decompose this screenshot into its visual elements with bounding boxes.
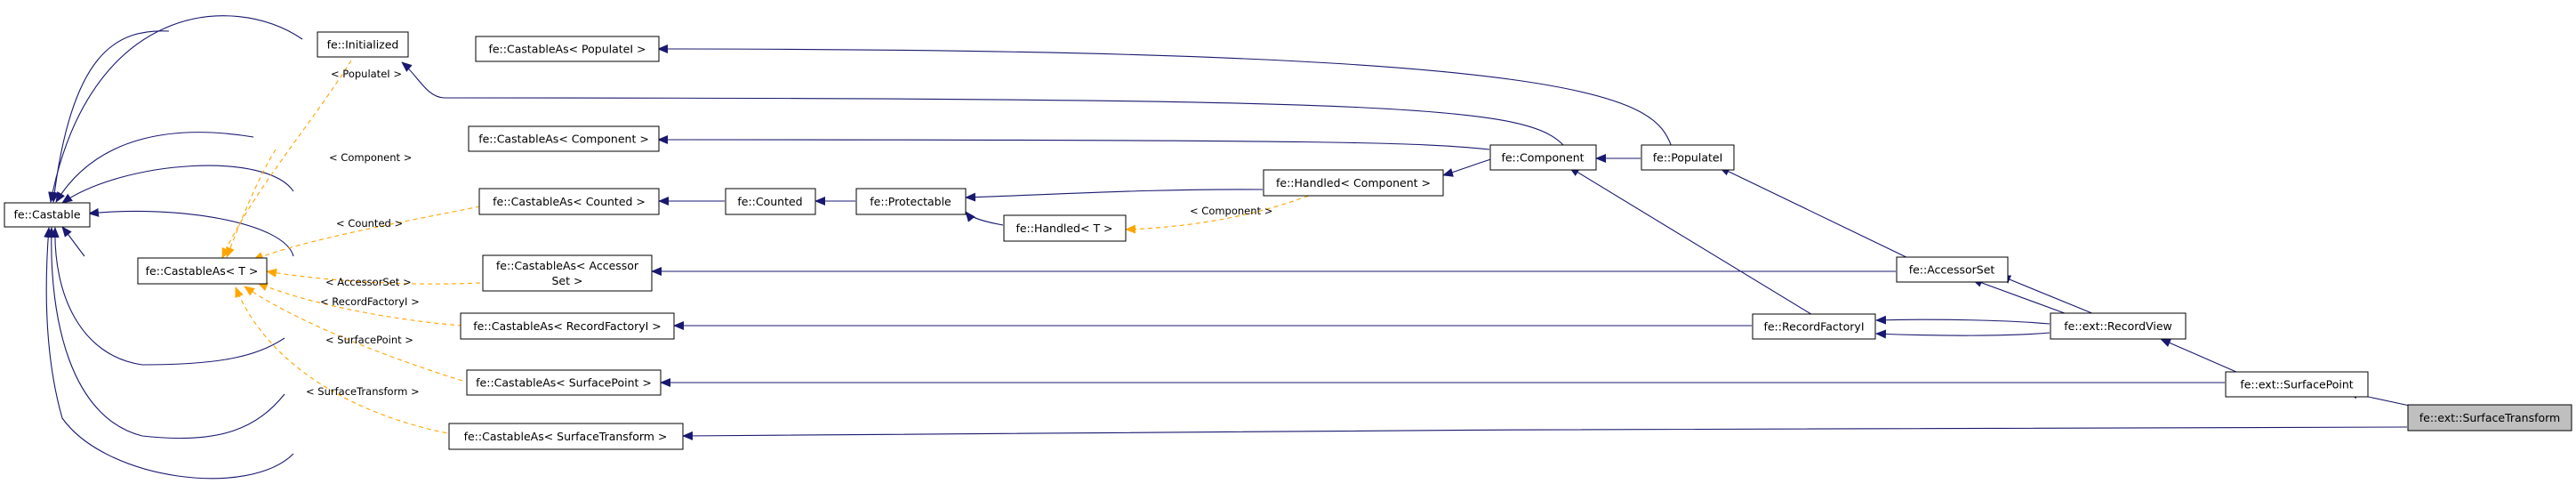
edge-cas-counted-to-castable (61, 165, 294, 204)
edge-recordview-to-accessorset-2 (2000, 275, 2099, 317)
nodes-layer: fe::Castable fe::Initialized fe::Castabl… (4, 31, 2572, 450)
edge-handled-component-to-protectable (965, 189, 1264, 202)
edge-accessorset-to-populatei (1719, 166, 1913, 261)
edge-cas-component-to-castable (55, 132, 254, 203)
edge-surfacepoint-to-recordview (2160, 338, 2237, 373)
edge-component-to-cas-component (657, 135, 1490, 150)
edge-cas-surfacetransform-to-castable (44, 227, 294, 480)
edge-component-to-initialized (401, 61, 1566, 148)
node-populatei[interactable]: fe::PopulateI (1641, 144, 1735, 171)
edge-surfacetransform-to-cas-surfacetransform (682, 426, 2408, 440)
node-initialized[interactable]: fe::Initialized (317, 31, 409, 58)
node-component[interactable]: fe::Component (1489, 144, 1597, 171)
svg-text:fe::PopulateI: fe::PopulateI (1653, 151, 1723, 165)
edge-populatei-to-cas-populatei (657, 44, 1673, 148)
edge-cas-recordfactoryi-to-castable (50, 227, 285, 366)
svg-text:Set >: Set > (552, 274, 583, 287)
node-cas-surfacetransform[interactable]: fe::CastableAs< SurfaceTransform > (448, 423, 684, 450)
edge-label-recordfactoryi: < RecordFactoryI > (320, 295, 420, 308)
edge-label-component-upper: < Component > (329, 151, 412, 164)
edge-cas-surfacepoint-instantiates-t (244, 286, 463, 382)
svg-text:fe::CastableAs< Counted >: fe::CastableAs< Counted > (493, 195, 646, 208)
node-protectable[interactable]: fe::Protectable (855, 188, 967, 215)
edge-cas-surfacetransform-instantiates-t (235, 286, 463, 437)
edge-cas-accessorset-to-castable (88, 207, 294, 257)
node-handled-component[interactable]: fe::Handled< Component > (1263, 169, 1444, 197)
edge-recordview-to-recordfactoryi-2 (1875, 329, 2050, 339)
svg-text:fe::RecordFactoryI: fe::RecordFactoryI (1763, 320, 1864, 334)
edge-cas-accessorset-instantiates-t (266, 268, 481, 285)
node-recordfactoryi[interactable]: fe::RecordFactoryI (1752, 313, 1876, 340)
node-counted[interactable]: fe::Counted (725, 188, 816, 215)
edge-label-surfacepoint: < SurfacePoint > (325, 334, 413, 346)
svg-text:fe::Component: fe::Component (1501, 151, 1584, 165)
node-surfacepoint[interactable]: fe::ext::SurfacePoint (2225, 371, 2369, 398)
node-surfacetransform[interactable]: fe::ext::SurfaceTransform (2407, 404, 2572, 432)
node-cas-recordfactoryi[interactable]: fe::CastableAs< RecordFactoryI > (460, 312, 675, 340)
edge-labels-layer: < PopulateI > < Component > < Counted > … (306, 68, 1272, 398)
svg-text:fe::CastableAs< SurfacePoint >: fe::CastableAs< SurfacePoint > (476, 376, 652, 390)
node-castable[interactable]: fe::Castable (4, 202, 91, 228)
svg-text:fe::Handled< Component >: fe::Handled< Component > (1276, 176, 1431, 190)
svg-text:fe::CastableAs< T >: fe::CastableAs< T > (146, 264, 259, 278)
node-cas-component[interactable]: fe::CastableAs< Component > (468, 125, 660, 152)
svg-text:fe::ext::SurfacePoint: fe::ext::SurfacePoint (2240, 378, 2353, 391)
svg-text:fe::Initialized: fe::Initialized (327, 38, 399, 52)
svg-text:fe::Castable: fe::Castable (13, 208, 80, 222)
svg-text:fe::CastableAs< PopulateI >: fe::CastableAs< PopulateI > (488, 43, 646, 56)
edge-cas-component-instantiates-t (226, 149, 277, 258)
edge-label-counted: < Counted > (336, 217, 403, 230)
edge-recordview-to-accessorset-1 (1971, 278, 2073, 317)
node-cas-accessorset[interactable]: fe::CastableAs< Accessor Set > (482, 254, 653, 292)
edge-cas-populatei-instantiates-t (221, 60, 352, 259)
svg-text:fe::Handled< T >: fe::Handled< T > (1015, 222, 1112, 235)
edge-label-accessorset: < AccessorSet > (325, 276, 412, 288)
edge-initialized-to-castable (50, 30, 170, 203)
node-recordview[interactable]: fe::ext::RecordView (2050, 312, 2187, 340)
edge-handled-component-instantiates-handled-t (1125, 192, 1317, 234)
svg-text:fe::CastableAs< Accessor: fe::CastableAs< Accessor (496, 259, 639, 272)
svg-text:fe::ext::RecordView: fe::ext::RecordView (2064, 319, 2172, 333)
svg-text:fe::CastableAs< RecordFactoryI: fe::CastableAs< RecordFactoryI > (473, 319, 662, 333)
edge-cas-recordfactoryi-instantiates-t (257, 282, 463, 327)
edge-label-surfacetransform: < SurfaceTransform > (306, 385, 420, 398)
edge-component-to-handled-component (1442, 157, 1495, 177)
edge-cas-surfacepoint-to-castable (46, 227, 285, 440)
node-cas-surfacepoint[interactable]: fe::CastableAs< SurfacePoint > (466, 369, 662, 396)
svg-text:fe::CastableAs< SurfaceTransfo: fe::CastableAs< SurfaceTransform > (464, 430, 668, 443)
edge-cas-counted-instantiates-t (253, 206, 481, 261)
edge-castable-as-t-to-castable (61, 226, 85, 257)
node-accessorset[interactable]: fe::AccessorSet (1896, 256, 2009, 283)
node-handled-t[interactable]: fe::Handled< T > (1003, 214, 1127, 242)
node-cas-populatei[interactable]: fe::CastableAs< PopulateI > (475, 36, 660, 62)
svg-text:fe::Counted: fe::Counted (737, 195, 802, 208)
edge-cas-populatei-to-castable (48, 15, 303, 203)
edge-handled-t-to-protectable (965, 211, 1004, 226)
edges-layer (44, 15, 2411, 480)
edge-label-populatei: < PopulateI > (331, 68, 402, 80)
node-castable-as-t[interactable]: fe::CastableAs< T > (137, 257, 268, 285)
svg-text:fe::Protectable: fe::Protectable (870, 195, 951, 208)
node-cas-counted[interactable]: fe::CastableAs< Counted > (478, 188, 660, 215)
svg-text:fe::AccessorSet: fe::AccessorSet (1909, 263, 1995, 277)
edge-label-component-handled: < Component > (1190, 205, 1272, 217)
edge-recordfactoryi-to-component (1569, 166, 1815, 317)
svg-text:fe::CastableAs< Component >: fe::CastableAs< Component > (478, 133, 649, 146)
edge-recordview-to-recordfactoryi-1 (1875, 315, 2050, 325)
svg-text:fe::ext::SurfaceTransform: fe::ext::SurfaceTransform (2420, 411, 2561, 424)
